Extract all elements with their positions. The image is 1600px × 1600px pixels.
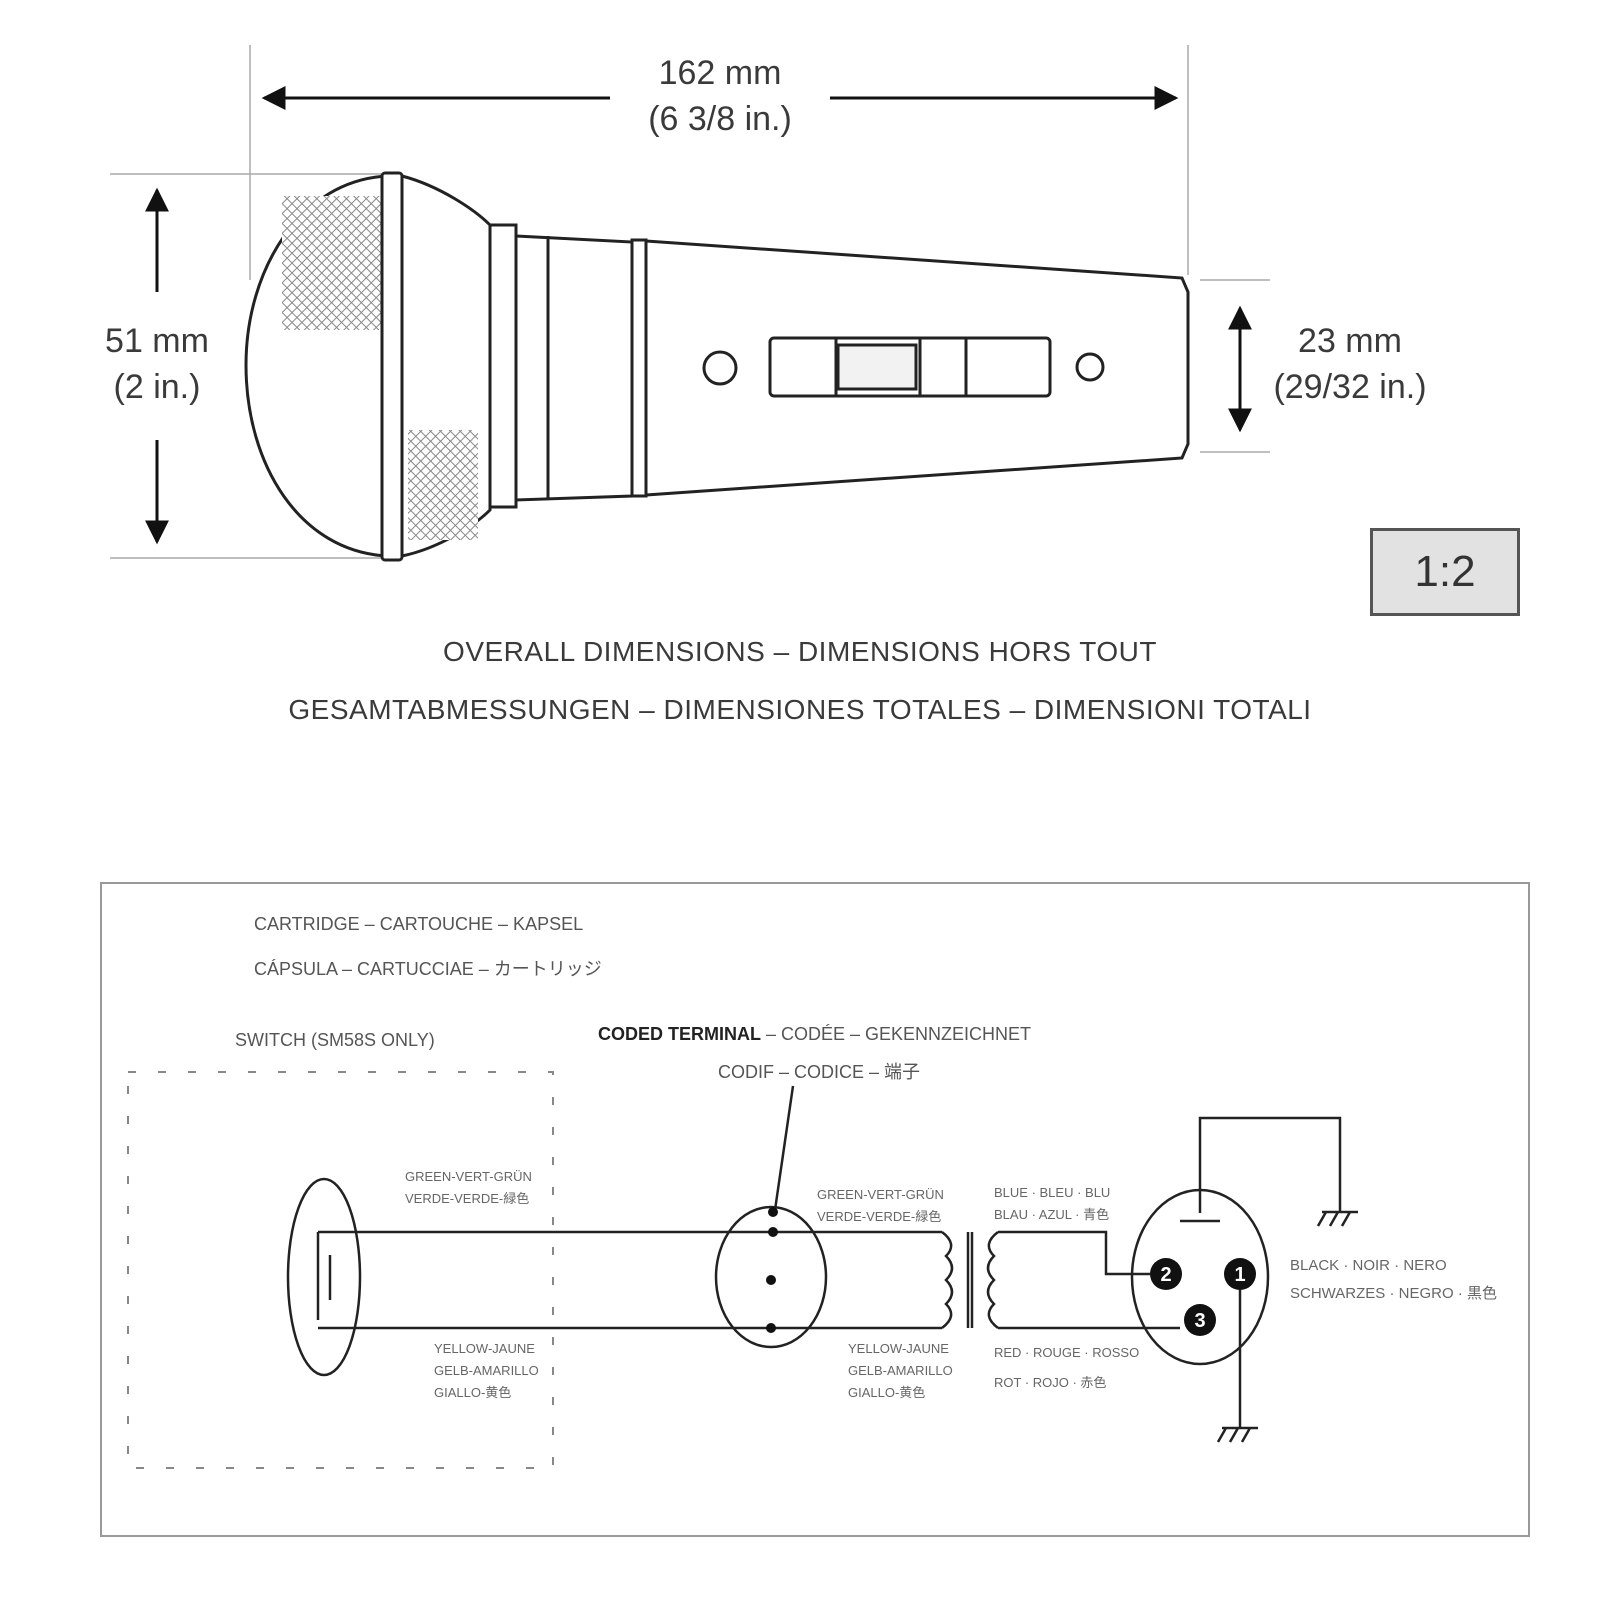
caption-line-2: GESAMTABMESSUNGEN – DIMENSIONES TOTALES … xyxy=(288,694,1312,725)
shield-wire xyxy=(1198,1116,1342,1213)
green-mid-label: GREEN-VERT-GRÜN VERDE-VERDE-緑色 xyxy=(817,1184,944,1228)
green-left-label: GREEN-VERT-GRÜN VERDE-VERDE-緑色 xyxy=(405,1166,532,1210)
switch-label: SWITCH (SM58S ONLY) xyxy=(235,1030,435,1050)
length-label: 162 mm (6 3/8 in.) xyxy=(600,50,840,142)
blue-line-1: BLUE · BLEU · BLU xyxy=(994,1185,1111,1200)
wiring-panel xyxy=(100,882,1530,1537)
red-line-1: RED · ROUGE · ROSSO xyxy=(994,1345,1140,1360)
coded-terminal-label-2: CODIF – CODICE – 端子 xyxy=(718,1062,921,1082)
body-ring xyxy=(630,238,648,498)
transformer-coil-left xyxy=(941,1231,954,1329)
black-line-2: SCHWARZES · NEGRO · 黒色 xyxy=(1290,1285,1497,1302)
handle-label: 23 mm (29/32 in.) xyxy=(1255,318,1445,410)
yellow-left-line-2: GELB-AMARILLO xyxy=(434,1363,539,1378)
yellow-mid-line-1: YELLOW-JAUNE xyxy=(848,1341,949,1356)
coded-terminal xyxy=(714,1205,828,1349)
screw-right xyxy=(1075,352,1105,382)
length-mm: 162 mm xyxy=(658,54,782,92)
xlr-pin-2 xyxy=(1150,1258,1182,1290)
green-mid-line-1: GREEN-VERT-GRÜN xyxy=(817,1187,944,1202)
coded-terminal-rest: – CODÉE – GEKENNZEICHNET xyxy=(761,1024,1032,1044)
grille-mesh-top xyxy=(282,196,382,330)
microphone-drawing xyxy=(244,171,1190,562)
wire-blue xyxy=(998,1230,1150,1276)
black-line-1: BLACK · NOIR · NERO xyxy=(1290,1257,1447,1274)
handle-in: (29/32 in.) xyxy=(1273,368,1427,406)
coded-terminal-bold: CODED TERMINAL xyxy=(598,1024,761,1044)
ground-top xyxy=(1316,1210,1358,1227)
grille-ring xyxy=(380,171,404,562)
screw-left xyxy=(702,350,738,386)
yellow-mid-line-2: GELB-AMARILLO xyxy=(848,1363,953,1378)
black-label: BLACK · NOIR · NERO SCHWARZES · NEGRO · … xyxy=(1290,1252,1497,1308)
xlr-pins: 2 1 3 xyxy=(1150,1258,1256,1336)
switch-slider xyxy=(836,343,918,391)
handle-mm: 23 mm xyxy=(1298,322,1402,360)
green-left-line-2: VERDE-VERDE-緑色 xyxy=(405,1191,530,1206)
neck xyxy=(514,234,634,502)
switch-lever xyxy=(316,1232,332,1320)
blue-line-2: BLAU · AZUL · 青色 xyxy=(994,1207,1110,1222)
neck-ring xyxy=(488,223,518,509)
scale-badge: 1:2 xyxy=(1370,528,1520,616)
switch-region xyxy=(127,1071,554,1469)
extension-lines xyxy=(110,45,1270,559)
xlr-pin-1 xyxy=(1224,1258,1256,1290)
length-in: (6 3/8 in.) xyxy=(648,100,792,138)
switch-contact xyxy=(286,1177,362,1377)
coded-terminal-label: CODED TERMINAL – CODÉE – GEKENNZEICHNET xyxy=(598,1024,1031,1045)
yellow-left-label: YELLOW-JAUNE GELB-AMARILLO GIALLO-黄色 xyxy=(434,1338,539,1404)
blue-label: BLUE · BLEU · BLU BLAU · AZUL · 青色 xyxy=(994,1182,1110,1226)
caption-line-1: OVERALL DIMENSIONS – DIMENSIONS HORS TOU… xyxy=(443,636,1157,667)
diameter-label: 51 mm (2 in.) xyxy=(82,318,232,410)
dimension-arrows xyxy=(145,86,1252,545)
xlr-pin-3 xyxy=(1184,1304,1216,1336)
yellow-mid-label: YELLOW-JAUNE GELB-AMARILLO GIALLO-黄色 xyxy=(848,1338,953,1404)
terminal-leader xyxy=(773,1085,795,1211)
yellow-mid-line-3: GIALLO-黄色 xyxy=(848,1385,926,1400)
yellow-left-line-1: YELLOW-JAUNE xyxy=(434,1341,535,1356)
xlr-pin-3-label: 3 xyxy=(1194,1310,1205,1332)
grille-mesh-bottom xyxy=(408,430,478,540)
red-line-2: ROT · ROJO · 赤色 xyxy=(994,1375,1107,1390)
terminal-dots xyxy=(766,1207,778,1333)
yellow-left-line-3: GIALLO-黄色 xyxy=(434,1385,512,1400)
cartridge-label-2: CÁPSULA – CARTUCCIAE – カートリッジ xyxy=(254,959,602,979)
transformer-coil-right xyxy=(986,1231,999,1329)
green-mid-line-2: VERDE-VERDE-緑色 xyxy=(817,1209,942,1224)
ground-bottom xyxy=(1216,1426,1258,1443)
red-label: RED · ROUGE · ROSSO ROT · ROJO · 赤色 xyxy=(994,1338,1139,1398)
diameter-mm: 51 mm xyxy=(105,322,209,360)
xlr-pin-2-label: 2 xyxy=(1160,1264,1171,1286)
cartridge-label-1: CARTRIDGE – CARTOUCHE – KAPSEL xyxy=(254,914,584,934)
xlr-pin-1-label: 1 xyxy=(1234,1264,1245,1286)
wiring-lines xyxy=(286,1085,1358,1443)
green-left-line-1: GREEN-VERT-GRÜN xyxy=(405,1169,532,1184)
diameter-in: (2 in.) xyxy=(113,368,201,406)
